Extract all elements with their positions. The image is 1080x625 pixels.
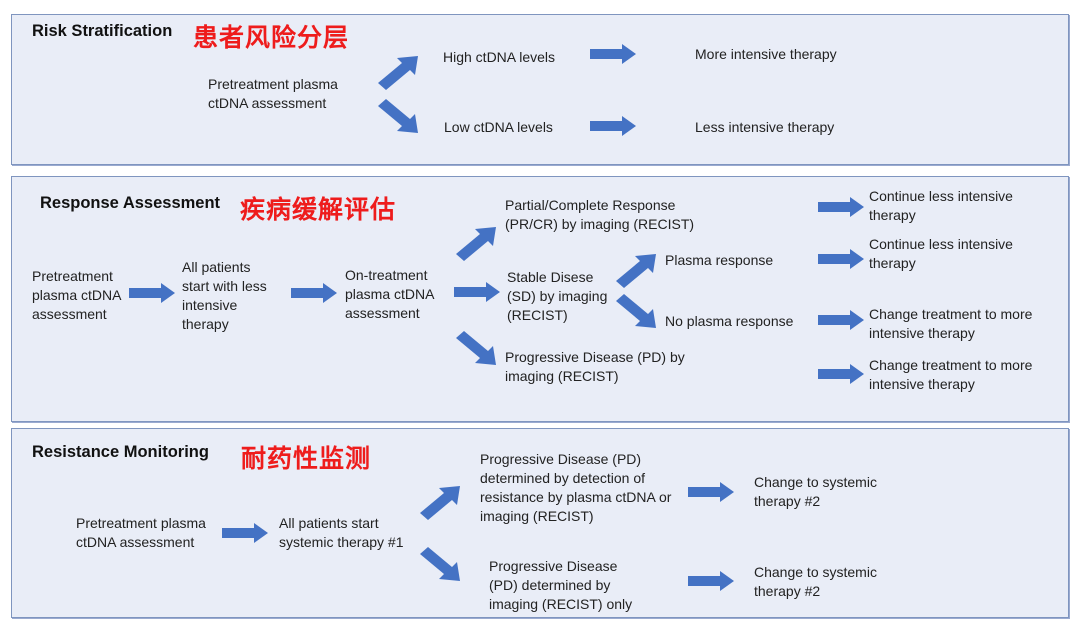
arrow-right-icon [129,283,175,303]
arrow-right-icon [590,116,636,136]
resistance-pd-imaging-node: Progressive Disease (PD) determined by i… [489,557,632,614]
response-on-treatment-node: On-treatment plasma ctDNA assessment [345,266,434,323]
risk-stratification-title-cn: 患者风险分层 [193,24,350,52]
arrow-right-icon [688,482,734,502]
text-line: On-treatment [345,267,428,283]
text-line: therapy [869,207,916,223]
text-line: therapy #2 [754,493,821,509]
text-line: therapy [869,255,916,271]
response-assessment-title-cn: 疾病缓解评估 [240,196,397,224]
text-line: All patients [182,259,251,275]
text-line: Progressive Disease (PD) by [505,349,685,365]
text-line: determined by detection of [480,470,645,486]
risk-stratification-panel [11,14,1069,165]
resistance-monitoring-panel [11,428,1069,618]
arrow-right-icon [818,364,864,384]
text-line: imaging (RECIST) only [489,596,633,612]
resistance-outcome-2: Change to systemic therapy #2 [754,563,877,601]
text-line: Change treatment to more [869,306,1033,322]
text-line: (SD) by imaging [507,288,608,304]
arrow-down-right-icon [420,546,462,582]
text-line: therapy #2 [754,583,821,599]
text-line: Stable Disese [507,269,594,285]
text-line: (PR/CR) by imaging (RECIST) [505,216,695,232]
arrow-right-icon [222,523,268,543]
text-line: imaging (RECIST) [480,508,594,524]
text-line: Pretreatment [32,268,113,284]
text-line: intensive therapy [869,325,975,341]
arrow-right-icon [688,571,734,591]
resistance-pd-ctdna-node: Progressive Disease (PD) determined by d… [480,450,671,526]
response-outcome-4: Change treatment to more intensive thera… [869,356,1032,394]
arrow-down-right-icon [616,293,658,329]
text-line: Change treatment to more [869,357,1033,373]
resistance-all-patients-node: All patients start systemic therapy #1 [279,514,404,552]
arrow-right-icon [454,282,500,302]
text-line: intensive therapy [869,376,975,392]
text-line: imaging (RECIST) [505,368,619,384]
text-line: Progressive Disease (PD) [480,451,642,467]
response-all-patients-node: All patients start with less intensive t… [182,258,267,334]
arrow-right-icon [818,310,864,330]
response-plasma-response-node: Plasma response [665,252,774,268]
risk-low-result: Less intensive therapy [695,119,835,135]
response-start-node: Pretreatment plasma ctDNA assessment [32,267,121,324]
text-line: (RECIST) [507,307,568,323]
arrow-right-icon [590,44,636,64]
arrow-up-right-icon [616,253,658,289]
response-no-plasma-response-node: No plasma response [665,313,794,329]
text-line: Continue less intensive [869,188,1013,204]
text-line: start with less [182,278,267,294]
resistance-start-node: Pretreatment plasma ctDNA assessment [76,514,206,552]
arrow-right-icon [291,283,337,303]
response-sd-node: Stable Disese (SD) by imaging (RECIST) [507,268,607,325]
text-line: Continue less intensive [869,236,1013,252]
text-line: (PD) determined by [489,577,611,593]
text-line: Pretreatment plasma [76,515,206,531]
risk-start-node: Pretreatment plasma ctDNA assessment [208,75,338,113]
text-line: assessment [32,306,107,322]
text-line: ctDNA assessment [76,534,195,550]
arrow-up-right-icon [456,226,498,262]
resistance-monitoring-title: Resistance Monitoring [32,443,209,461]
text-line: Change to systemic [754,564,877,580]
text-line: Change to systemic [754,474,877,490]
response-pd-node: Progressive Disease (PD) by imaging (REC… [505,348,685,386]
text-line: Progressive Disease [489,558,618,574]
resistance-monitoring-title-cn: 耐药性监测 [241,445,372,473]
risk-high-node: High ctDNA levels [443,49,556,65]
arrow-up-right-icon [378,55,420,91]
risk-low-node: Low ctDNA levels [444,119,553,135]
text-line: Pretreatment plasma [208,76,338,92]
response-outcome-1: Continue less intensive therapy [869,187,1013,225]
response-assessment-panel [11,176,1069,422]
arrow-right-icon [818,197,864,217]
text-line: resistance by plasma ctDNA or [480,489,672,505]
text-line: ctDNA assessment [208,95,327,111]
response-outcome-3: Change treatment to more intensive thera… [869,305,1032,343]
text-line: therapy [182,316,229,332]
text-line: plasma ctDNA [345,286,435,302]
text-line: assessment [345,305,420,321]
arrow-down-right-icon [456,330,498,366]
response-assessment-title: Response Assessment [40,194,221,212]
text-line: intensive [182,297,238,313]
response-prcr-node: Partial/Complete Response (PR/CR) by ima… [505,196,694,234]
text-line: systemic therapy #1 [279,534,404,550]
risk-high-result: More intensive therapy [695,46,837,62]
response-outcome-2: Continue less intensive therapy [869,235,1013,273]
resistance-outcome-1: Change to systemic therapy #2 [754,473,877,511]
arrow-down-right-icon [378,98,420,134]
arrow-right-icon [818,249,864,269]
text-line: Partial/Complete Response [505,197,676,213]
text-line: All patients start [279,515,379,531]
arrow-up-right-icon [420,485,462,521]
text-line: plasma ctDNA [32,287,122,303]
risk-stratification-title: Risk Stratification [32,22,173,40]
